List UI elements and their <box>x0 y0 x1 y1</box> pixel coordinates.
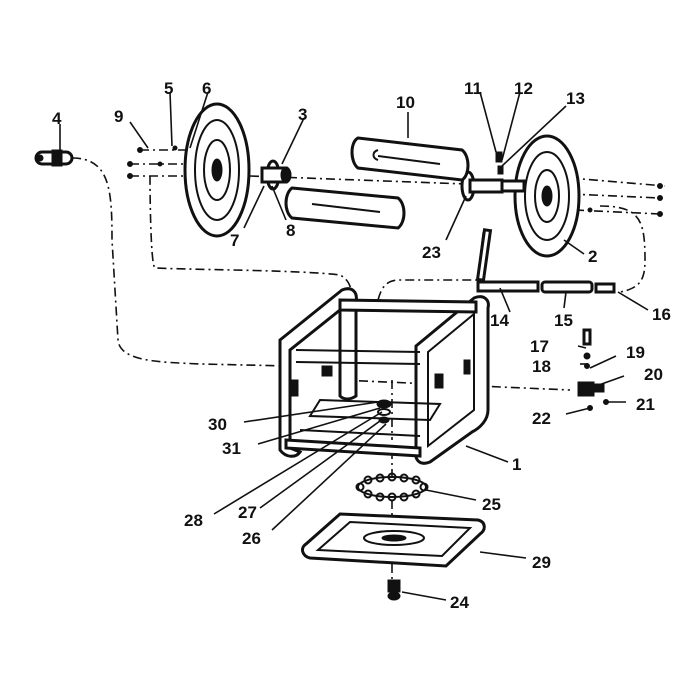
callout-30: 30 <box>208 415 227 434</box>
callout-17: 17 <box>530 337 549 356</box>
callout-15: 15 <box>554 311 573 330</box>
callout-24: 24 <box>450 593 469 612</box>
callout-4: 4 <box>52 109 62 128</box>
part-15-grip <box>540 280 616 294</box>
callout-20: 20 <box>644 365 663 384</box>
callout-12: 12 <box>514 79 533 98</box>
callout-31: 31 <box>222 439 241 458</box>
part-25-bearing-ring <box>355 472 429 502</box>
part-10-drum-upper <box>350 136 470 182</box>
callout-23: 23 <box>422 243 441 262</box>
callout-27: 27 <box>238 503 257 522</box>
part-6-left-reel-disc <box>183 102 251 238</box>
part-2-right-reel-disc <box>513 134 581 258</box>
callout-3: 3 <box>298 105 307 124</box>
parts-17-22-fasteners <box>577 328 609 411</box>
callout-13: 13 <box>566 89 585 108</box>
callout-5: 5 <box>164 79 173 98</box>
part-14-handle-rod <box>475 228 540 293</box>
leader-lines <box>59 91 649 601</box>
callout-labels: 1 2 3 4 5 6 7 8 9 10 11 12 13 14 15 16 1… <box>52 79 671 612</box>
callout-1: 1 <box>512 455 521 474</box>
part-1-frame <box>278 287 490 465</box>
callout-29: 29 <box>532 553 551 572</box>
callout-9: 9 <box>114 107 123 126</box>
callout-10: 10 <box>396 93 415 112</box>
callout-26: 26 <box>242 529 261 548</box>
callout-16: 16 <box>652 305 671 324</box>
callout-6: 6 <box>202 79 211 98</box>
callout-25: 25 <box>482 495 501 514</box>
part-3-flange-hub <box>260 159 292 191</box>
part-11-13-pins <box>495 151 504 175</box>
disc-bolts <box>127 145 663 217</box>
part-24-knob <box>387 579 401 601</box>
callout-22: 22 <box>532 409 551 428</box>
callout-28: 28 <box>184 511 203 530</box>
part-4-connector <box>34 149 74 167</box>
callout-8: 8 <box>286 221 295 240</box>
hose-routes <box>71 149 666 582</box>
part-10-drum-lower <box>284 186 406 230</box>
callout-14: 14 <box>490 311 509 330</box>
callout-11: 11 <box>464 79 482 98</box>
callout-2: 2 <box>588 247 597 266</box>
part-29-base-plate <box>301 512 486 568</box>
center-bolt-stack <box>376 399 392 424</box>
callout-7: 7 <box>230 231 239 250</box>
callout-21: 21 <box>636 395 655 414</box>
callout-19: 19 <box>626 343 645 362</box>
callout-18: 18 <box>532 357 551 376</box>
